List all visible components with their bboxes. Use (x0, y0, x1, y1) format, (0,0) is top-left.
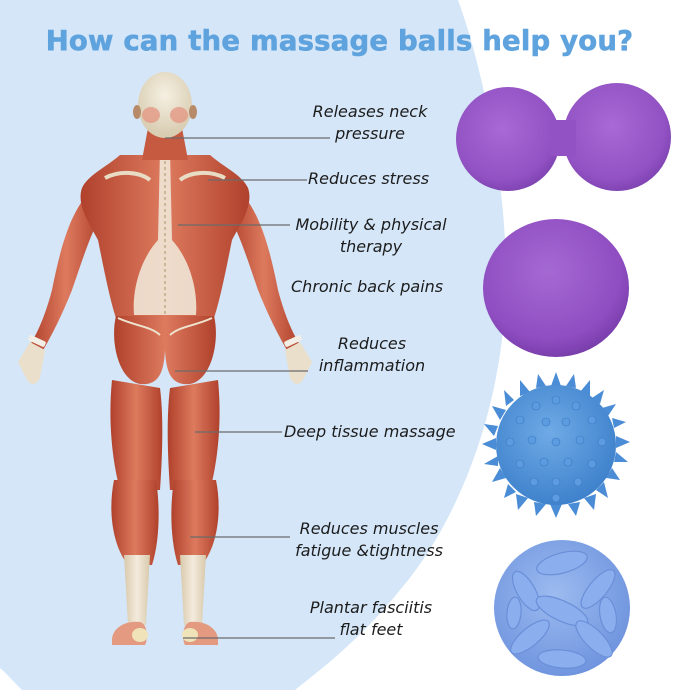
page-title: How can the massage balls help you? (45, 25, 634, 58)
right-arm (228, 190, 312, 384)
muscle-anatomy-figure (18, 72, 312, 645)
benefit-label-stress: Reduces stress (308, 169, 430, 188)
benefit-label-plantar: Plantar fasciitis flat feet (309, 598, 433, 639)
left-arm (18, 190, 102, 384)
lacrosse-ball-image (483, 219, 629, 357)
textured-ball-image (494, 540, 630, 676)
benefit-label-mobility: Mobility & physical therapy (295, 215, 447, 256)
benefit-label-deep-tissue: Deep tissue massage (284, 422, 456, 441)
spiky-ball-image (482, 372, 630, 518)
peanut-ball-image (456, 83, 671, 191)
benefit-label-back: Chronic back pains (291, 277, 444, 296)
benefit-label-fatigue: Reduces muscles fatigue &tightness (295, 519, 443, 560)
benefit-label-neck: Releases neck pressure (312, 102, 428, 143)
head (133, 72, 197, 138)
benefit-label-inflammation: Reduces inflammation (318, 334, 426, 375)
